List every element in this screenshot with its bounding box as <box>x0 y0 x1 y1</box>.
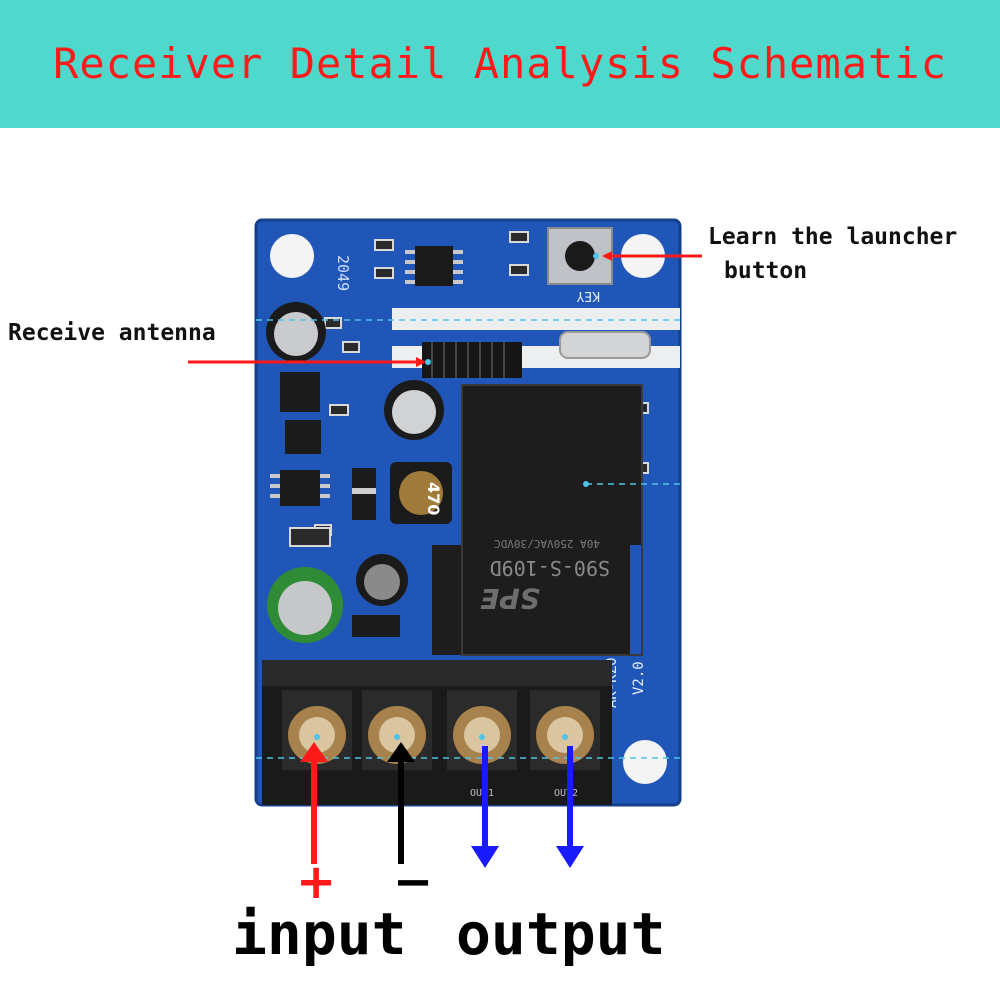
relay-brand: SPE <box>480 582 540 615</box>
input-label: input <box>232 900 407 968</box>
inductor <box>390 462 452 524</box>
terminal-screw <box>447 690 517 770</box>
relay <box>432 384 643 656</box>
learn-button-label-line2: button <box>724 258 808 284</box>
mounting-hole <box>270 234 314 278</box>
antenna-coil <box>422 342 522 378</box>
capacitor <box>266 302 326 362</box>
capacitor <box>384 380 444 440</box>
minus-sign: − <box>393 854 434 910</box>
regulator <box>280 372 320 412</box>
chip <box>415 246 453 286</box>
learn-button-label: Learn the launcher <box>708 224 958 250</box>
mounting-hole <box>623 740 667 784</box>
inductor-label: 470 <box>424 482 443 515</box>
output1-arrow <box>471 746 499 868</box>
chip <box>280 470 320 506</box>
minus-input-arrow <box>387 742 415 864</box>
relay-model: S90-S-109D <box>490 556 610 580</box>
plus-input-arrow <box>300 742 328 864</box>
key-label: KEY <box>576 288 600 303</box>
output-label: output <box>456 900 666 968</box>
out2-label: OUT2 <box>554 788 578 799</box>
chip <box>285 420 321 454</box>
diode <box>352 615 400 637</box>
capacitor <box>356 554 408 606</box>
capacitor <box>267 567 343 643</box>
title-banner <box>0 0 1000 128</box>
page-title: Receiver Detail Analysis Schematic <box>53 39 947 88</box>
rf-module <box>392 308 680 330</box>
antenna-label: Receive antenna <box>8 320 216 346</box>
output2-arrow <box>556 746 584 868</box>
board-code: 2049 <box>334 255 352 291</box>
terminal-screw <box>362 690 432 770</box>
relay-rating: 40A 250VAC/30VDC <box>494 537 600 550</box>
plus-sign: + <box>296 854 337 910</box>
learn-key-button <box>565 241 595 271</box>
terminal-screw <box>530 690 600 770</box>
version-label: V2.0 <box>631 661 647 695</box>
